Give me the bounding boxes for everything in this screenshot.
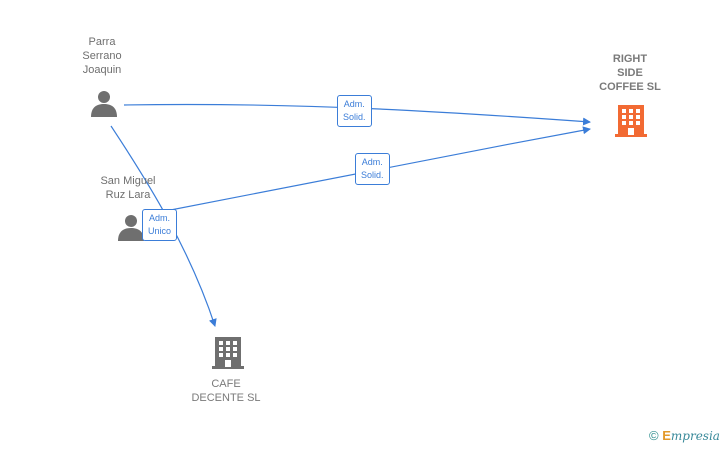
role-line: Adm.	[361, 157, 383, 167]
name-line: Joaquin	[82, 64, 122, 76]
building-icon[interactable]	[211, 335, 245, 369]
person-label-parra[interactable]: Parra Serrano Joaquin	[72, 35, 132, 77]
name-line: SIDE	[617, 67, 643, 79]
role-line: Adm.	[149, 213, 171, 223]
role-line: Adm.	[343, 99, 365, 109]
building-icon[interactable]	[614, 103, 648, 137]
company-label-right-side[interactable]: RIGHT SIDE COFFEE SL	[585, 52, 675, 94]
name-line: San Miguel	[100, 175, 156, 187]
edge-label-parra-cafe-decente[interactable]: Adm. Unico	[142, 209, 178, 241]
company-label-cafe-decente[interactable]: CAFE DECENTE SL	[181, 377, 271, 405]
person-icon[interactable]	[89, 89, 119, 119]
role-line: Unico	[148, 226, 172, 236]
name-line: RIGHT	[612, 53, 648, 65]
name-line: Parra	[88, 36, 116, 48]
brand-name: mpresia	[670, 429, 720, 443]
copyright-icon: ©	[649, 428, 659, 443]
name-line: CAFE	[211, 378, 241, 390]
edge-label-parra-right-side[interactable]: Adm. Solid.	[337, 95, 372, 127]
brand-watermark: © Empresia	[649, 428, 720, 443]
name-line: COFFEE SL	[599, 81, 661, 93]
person-icon[interactable]	[116, 213, 146, 243]
role-line: Solid.	[361, 170, 384, 180]
role-line: Solid.	[343, 112, 366, 122]
name-line: DECENTE SL	[191, 392, 261, 404]
person-label-sanmiguel[interactable]: San Miguel Ruz Lara	[92, 174, 164, 202]
name-line: Serrano	[82, 50, 122, 62]
edge-label-sanmiguel-right-side[interactable]: Adm. Solid.	[355, 153, 390, 185]
brand-initial: E	[662, 428, 671, 443]
name-line: Ruz Lara	[105, 189, 151, 201]
